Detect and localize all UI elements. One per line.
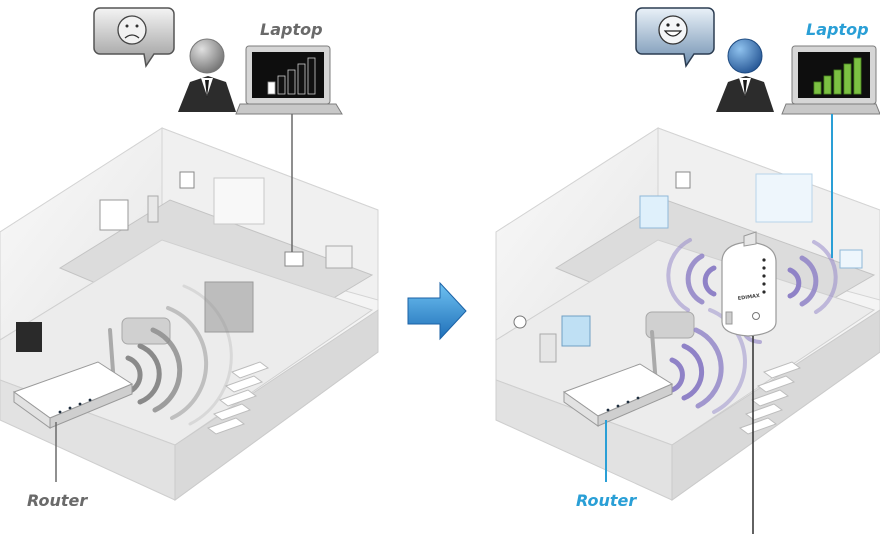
- happy-face-icon: [658, 15, 688, 45]
- router-before: [12, 328, 134, 429]
- laptop-before: [235, 45, 343, 115]
- laptop-after: [781, 45, 880, 115]
- person-before: [178, 38, 236, 112]
- range-extender: EDIMAX: [721, 231, 777, 337]
- signal-waves-extender: [666, 238, 838, 344]
- extender-brand: EDIMAX: [737, 293, 760, 302]
- sad-face-icon: [117, 15, 147, 45]
- person-after: [716, 38, 774, 112]
- house-after: [495, 127, 880, 501]
- router-label-before: Router: [27, 491, 88, 510]
- signal-bars-before: [267, 57, 316, 95]
- laptop-label-after: Laptop: [806, 20, 869, 39]
- speech-bubble-sad: [93, 7, 175, 68]
- arrow-right-icon: [407, 281, 467, 341]
- after-panel: EDIMAX: [495, 7, 880, 534]
- signal-bars-after: [813, 57, 862, 95]
- router-label-after: Router: [576, 491, 637, 510]
- laptop-label-before: Laptop: [260, 20, 323, 39]
- before-panel: [0, 7, 379, 501]
- router-after: [562, 330, 674, 427]
- speech-bubble-happy: [635, 7, 715, 68]
